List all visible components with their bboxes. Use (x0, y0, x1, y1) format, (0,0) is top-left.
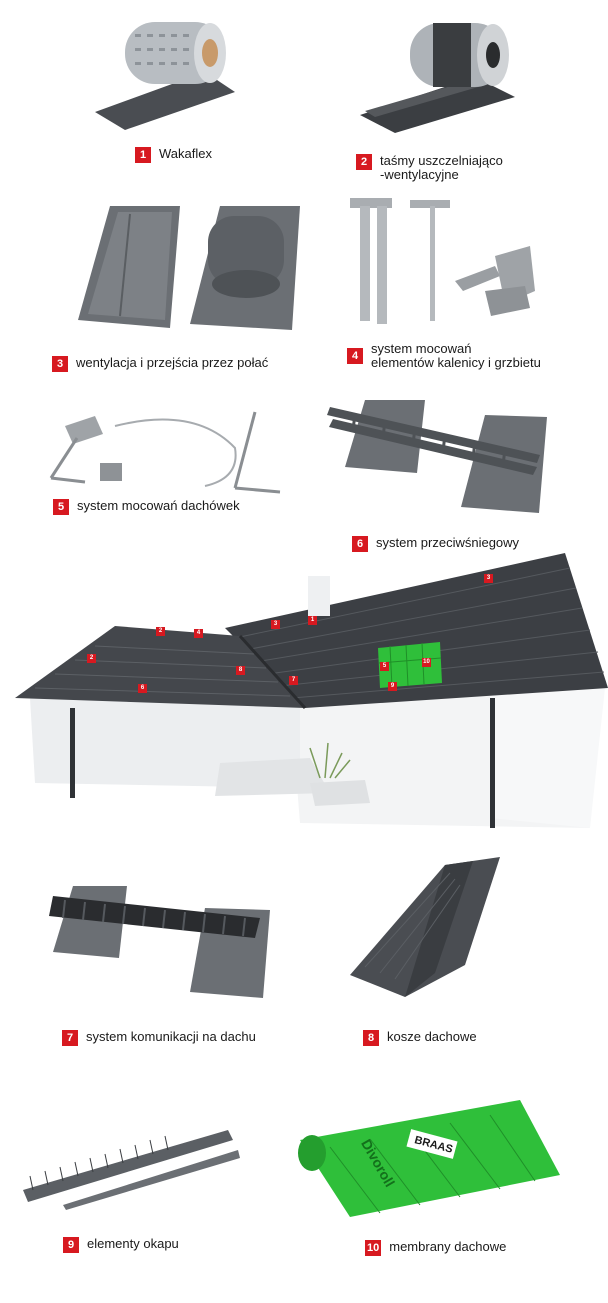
item-9-badge: 9 (63, 1237, 79, 1253)
item-8-text: kosze dachowe (387, 1029, 477, 1044)
house-marker-10: 10 (422, 658, 431, 667)
item-3-badge: 3 (52, 356, 68, 372)
item-5-text: system mocowań dachówek (77, 498, 240, 513)
house-marker-6: 6 (138, 684, 147, 693)
item-6-text: system przeciwśniegowy (376, 535, 520, 550)
roof-membrane-image: BRAAS Divoroll (290, 1095, 565, 1220)
sealing-tape-image (355, 15, 525, 133)
house-marker-2: 2 (156, 627, 165, 636)
item-3-text: wentylacja i przejścia przez połać (76, 355, 269, 370)
item-9-label: 9 elementy okapu (63, 1237, 179, 1253)
item-8-badge: 8 (363, 1030, 379, 1046)
item-2-badge: 2 (356, 154, 372, 170)
item-10-badge: 10 (365, 1240, 382, 1256)
item-6-label: 6 system przeciwśniegowy (352, 536, 519, 552)
item-1-text: Wakaflex (159, 146, 212, 161)
item-1-label: 1 Wakaflex (135, 147, 212, 163)
house-marker-3b: 3 (484, 574, 493, 583)
tile-fixings-image (45, 408, 295, 498)
eave-elements-image (18, 1120, 243, 1210)
item-9-text: elementy okapu (87, 1236, 179, 1251)
item-5-badge: 5 (53, 499, 69, 515)
item-4-text: system mocowań elementów kalenicy i grzb… (371, 341, 541, 370)
snow-guard-image (325, 395, 555, 520)
roof-walkway-image (45, 878, 280, 1003)
ridge-fixings-image (345, 196, 545, 331)
ventilation-tiles-image (70, 198, 310, 338)
house-marker-1: 1 (308, 616, 317, 625)
item-2-text: taśmy uszczelniająco -wentylacyjne (380, 153, 503, 182)
item-7-text: system komunikacji na dachu (86, 1029, 256, 1044)
item-4-badge: 4 (347, 348, 363, 364)
house-marker-4: 4 (194, 629, 203, 638)
item-7-label: 7 system komunikacji na dachu (62, 1030, 256, 1046)
item-4-label: 4 system mocowań elementów kalenicy i gr… (347, 342, 541, 370)
house-marker-5: 5 (380, 662, 389, 671)
house-illustration: 1 2 2 3 4 5 6 7 8 9 10 3 (10, 548, 608, 838)
wakaflex-image (85, 12, 245, 130)
house-marker-3: 3 (271, 620, 280, 629)
item-10-text: membrany dachowe (389, 1239, 507, 1254)
item-6-badge: 6 (352, 536, 368, 552)
roof-valley-image (345, 855, 505, 1000)
item-10-label: 10 membrany dachowe (365, 1240, 506, 1256)
item-8-label: 8 kosze dachowe (363, 1030, 477, 1046)
house-marker-9: 9 (388, 682, 397, 691)
item-3-label: 3 wentylacja i przejścia przez połać (52, 356, 268, 372)
item-5-label: 5 system mocowań dachówek (53, 499, 240, 515)
item-1-badge: 1 (135, 147, 151, 163)
house-marker-2b: 2 (87, 654, 96, 663)
item-7-badge: 7 (62, 1030, 78, 1046)
item-2-label: 2 taśmy uszczelniająco -wentylacyjne (356, 154, 503, 182)
house-marker-8: 8 (236, 666, 245, 675)
house-marker-7: 7 (289, 676, 298, 685)
